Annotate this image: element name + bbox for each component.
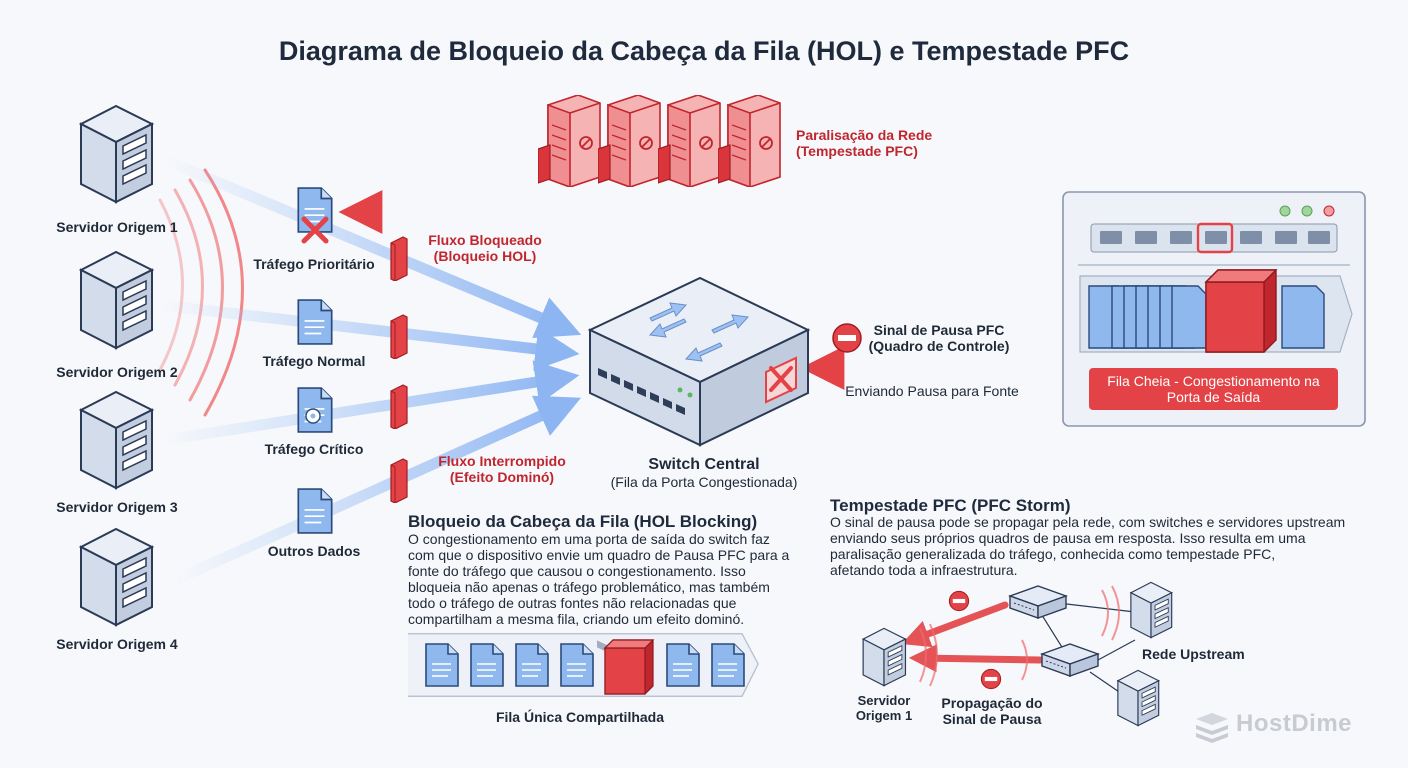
flow-blocked-label: Fluxo Bloqueado(Bloqueio HOL) (428, 232, 542, 264)
hostdime-logo-icon (1196, 713, 1228, 743)
barrier-4 (390, 458, 408, 503)
server-2-label: Servidor Origem 2 (56, 364, 178, 380)
document-icon (297, 299, 333, 345)
barrier-2 (390, 314, 408, 359)
hol-title: Bloqueio da Cabeça da Fila (HOL Blocking… (408, 512, 758, 531)
origin-server-icon (862, 627, 907, 687)
server-1-label: Servidor Origem 1 (56, 219, 178, 235)
upstream-switch-2-icon (1041, 643, 1099, 677)
shared-queue-graphic (408, 633, 759, 697)
server-2-icon (80, 251, 153, 349)
pause-caption: Enviando Pausa para Fonte (845, 383, 1019, 399)
pfc-pause-label: Sinal de Pausa PFC(Quadro de Controle) (868, 322, 1010, 354)
blocked-document-icon (297, 187, 333, 233)
flow-beams (154, 154, 582, 586)
barrier-3 (390, 384, 408, 429)
server-4-label: Servidor Origem 4 (56, 636, 178, 652)
traffic-critical-label: Tráfego Crítico (264, 441, 364, 457)
congested-block-icon (1204, 269, 1278, 353)
hol-description: O congestionamento em uma porta de saída… (408, 531, 790, 627)
switch-subtitle: (Fila da Porta Congestionada) (610, 474, 798, 490)
central-switch-icon (587, 276, 811, 653)
server-1-icon (80, 105, 153, 203)
network-halt-label: Paralisação da Rede(Tempestade PFC) (796, 127, 933, 159)
traffic-other-label: Outros Dados (267, 543, 361, 559)
halted-server-2-icon (598, 95, 661, 187)
document-icon (297, 488, 333, 534)
signal-waves (158, 168, 244, 417)
storm-title: Tempestade PFC (PFC Storm) (830, 496, 1071, 515)
halted-server-3-icon (658, 95, 721, 187)
server-3-icon (80, 391, 153, 489)
storm-description: O sinal de pausa pode se propagar pela r… (830, 514, 1346, 578)
queue-block-icon (603, 639, 655, 695)
pfc-storm-graphic (862, 581, 1173, 727)
halted-server-4-icon (718, 95, 781, 187)
stop-sign-icon (948, 590, 970, 612)
page-title: Diagrama de Bloqueio da Cabeça da Fila (… (278, 36, 1130, 66)
server-4-icon (80, 528, 153, 626)
traffic-priority-label: Tráfego Prioritário (253, 256, 375, 272)
brand-name: HostDime (1236, 710, 1353, 737)
upstream-server-2-icon (1117, 669, 1160, 727)
stop-sign-icon (832, 323, 862, 353)
switch-title: Switch Central (648, 456, 760, 473)
upstream-label: Rede Upstream (1142, 646, 1245, 662)
blocked-x-icon (301, 216, 329, 244)
gear-icon (305, 408, 321, 424)
barrier-1 (390, 236, 408, 281)
upstream-switch-1-icon (1009, 585, 1067, 619)
congested-device-panel (1062, 191, 1366, 427)
flow-interrupted-label: Fluxo Interrompido(Efeito Dominó) (438, 453, 566, 485)
brand-logo: HostDime (1196, 710, 1352, 738)
traffic-normal-label: Tráfego Normal (262, 353, 366, 369)
server-3-label: Servidor Origem 3 (56, 499, 178, 515)
halted-server-1-icon (538, 95, 601, 187)
upstream-server-1-icon (1130, 581, 1173, 639)
stop-sign-icon (980, 668, 1002, 690)
shared-queue-label: Fila Única Compartilhada (495, 709, 665, 725)
